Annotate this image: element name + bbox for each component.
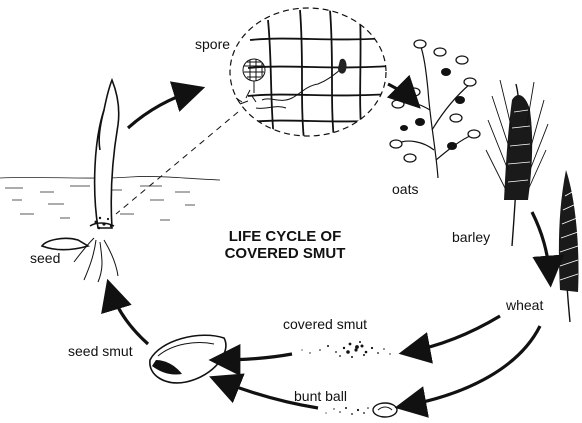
diagram-title: LIFE CYCLE OF COVERED SMUT <box>190 228 380 262</box>
arrow-wheat-to-covered-smut <box>408 316 500 352</box>
label-bunt-ball: bunt ball <box>294 388 347 404</box>
arrow-seedling-to-spore <box>128 90 196 128</box>
arrow-wheat-to-bunt-ball <box>404 326 540 406</box>
arrow-barley-to-wheat <box>532 212 550 278</box>
wheat-head-illustration <box>559 170 579 322</box>
oats-smut-heads <box>400 68 465 150</box>
label-seed-smut: seed smut <box>68 343 133 359</box>
magnification-guide-line <box>116 112 238 214</box>
title-line-1: LIFE CYCLE OF <box>190 228 380 245</box>
bunt-ball-illustration <box>325 403 397 417</box>
label-wheat: wheat <box>506 297 543 313</box>
label-covered-smut: covered smut <box>283 316 367 332</box>
seed-smut-kernel-illustration <box>150 335 226 383</box>
label-seed: seed <box>30 250 60 266</box>
oats-plant-illustration <box>390 40 480 178</box>
label-oats: oats <box>392 181 418 197</box>
label-barley: barley <box>452 229 490 245</box>
label-spore: spore <box>195 36 230 52</box>
title-line-2: COVERED SMUT <box>190 245 380 262</box>
covered-smut-dust <box>301 341 390 358</box>
barley-head-illustration <box>486 80 548 246</box>
arrow-covered-smut-to-seed-smut <box>218 354 292 360</box>
arrow-seed-smut-to-seedling <box>110 288 148 344</box>
